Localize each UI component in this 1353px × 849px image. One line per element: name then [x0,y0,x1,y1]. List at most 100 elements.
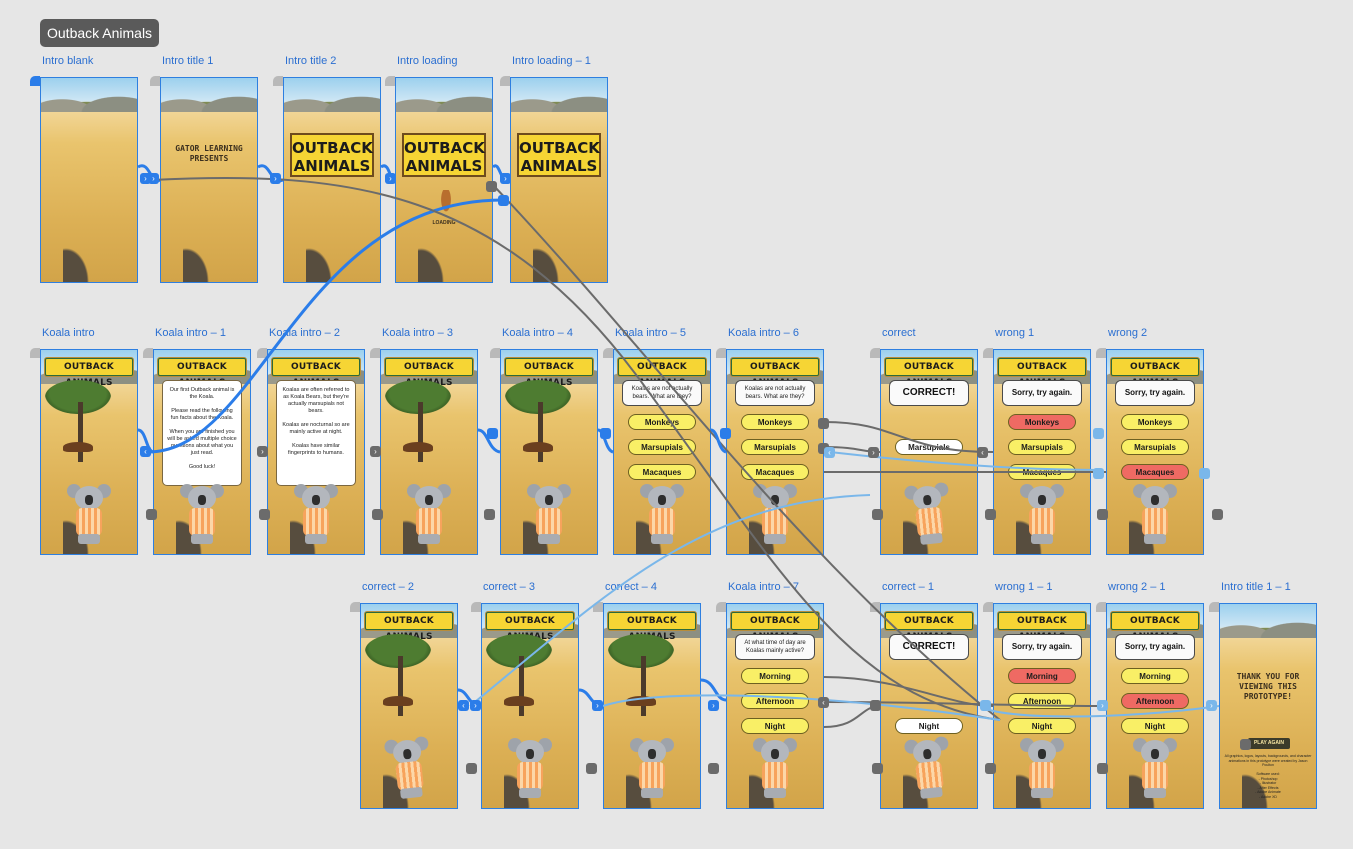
artboard-ab20[interactable]: OUTBACK ANIMALSCORRECT!Night [880,603,978,809]
answer-button[interactable]: Night [741,718,809,734]
artboard-label[interactable]: correct – 2 [362,581,414,593]
answer-button[interactable]: Marsupials [741,439,809,455]
artboard-label[interactable]: correct – 3 [483,581,535,593]
prototype-link-handle[interactable]: ‹ [458,700,469,711]
prototype-link-handle[interactable]: ‹ [140,446,151,457]
artboard-ab1[interactable] [40,77,138,283]
prototype-link-handle[interactable] [818,443,829,454]
artboard-ab16[interactable]: OUTBACK ANIMALS [360,603,458,809]
prototype-link-handle[interactable]: › [592,700,603,711]
prototype-link-handle[interactable] [708,763,719,774]
artboard-ab8[interactable]: OUTBACK ANIMALSKoalas are often referred… [267,349,365,555]
answer-button[interactable]: Macaques [1121,464,1189,480]
artboard-ab23[interactable]: THANK YOU FOR VIEWING THIS PROTOTYPE!PLA… [1219,603,1317,809]
answer-button[interactable]: Afternoon [1121,693,1189,709]
prototype-link-handle[interactable] [466,763,477,774]
artboard-ab9[interactable]: OUTBACK ANIMALS [380,349,478,555]
artboard-label[interactable]: Intro title 1 [162,55,214,67]
prototype-link-handle[interactable]: ‹ [977,447,988,458]
answer-button[interactable]: Morning [741,668,809,684]
answer-button[interactable]: Morning [1008,668,1076,684]
prototype-link-handle[interactable]: ‹ [818,697,829,708]
artboard-label[interactable]: correct [882,327,916,339]
artboard-ab22[interactable]: OUTBACK ANIMALSSorry, try again.MorningA… [1106,603,1204,809]
artboard-label[interactable]: Koala intro – 3 [382,327,453,339]
answer-button[interactable]: Macaques [1008,464,1076,480]
artboard-ab18[interactable]: OUTBACK ANIMALS [603,603,701,809]
artboard-label[interactable]: Koala intro – 4 [502,327,573,339]
prototype-link-handle[interactable] [872,763,883,774]
prototype-link-handle[interactable] [1097,763,1108,774]
artboard-ab13[interactable]: OUTBACK ANIMALSCORRECT!Marsupials [880,349,978,555]
artboard-label[interactable]: correct – 4 [605,581,657,593]
prototype-link-handle[interactable]: ‹ [824,447,835,458]
prototype-link-handle[interactable] [1093,428,1104,439]
prototype-link-handle[interactable] [1093,468,1104,479]
artboard-ab21[interactable]: OUTBACK ANIMALSSorry, try again.MorningA… [993,603,1091,809]
answer-button[interactable]: Afternoon [1008,693,1076,709]
prototype-link-handle[interactable] [985,763,996,774]
play-again-button[interactable]: PLAY AGAIN [1248,738,1290,749]
prototype-link-handle[interactable] [720,428,731,439]
artboard-label[interactable]: Koala intro – 7 [728,581,799,593]
prototype-link-handle[interactable] [818,418,829,429]
prototype-link-handle[interactable] [870,700,881,711]
prototype-link-handle[interactable]: › [385,173,396,184]
artboard-label[interactable]: Koala intro [42,327,95,339]
artboard-ab12[interactable]: OUTBACK ANIMALSKoalas are not actually b… [726,349,824,555]
artboard-label[interactable]: correct – 1 [882,581,934,593]
answer-button[interactable]: Morning [1121,668,1189,684]
answer-button[interactable]: Night [1121,718,1189,734]
prototype-link-handle[interactable]: › [470,700,481,711]
prototype-link-handle[interactable] [372,509,383,520]
artboard-label[interactable]: Intro title 2 [285,55,337,67]
artboard-label[interactable]: wrong 2 – 1 [1108,581,1166,593]
artboard-label[interactable]: Koala intro – 5 [615,327,686,339]
prototype-link-handle[interactable]: › [140,173,151,184]
prototype-link-handle[interactable]: › [370,446,381,457]
artboard-ab10[interactable]: OUTBACK ANIMALS [500,349,598,555]
artboard-label[interactable]: Intro loading – 1 [512,55,591,67]
prototype-link-handle[interactable]: › [708,700,719,711]
prototype-link-handle[interactable] [259,509,270,520]
prototype-link-handle[interactable] [487,428,498,439]
prototype-link-handle[interactable] [498,195,509,206]
answer-button[interactable]: Monkeys [1008,414,1076,430]
prototype-link-handle[interactable]: › [500,173,511,184]
answer-button[interactable]: Monkeys [628,414,696,430]
prototype-link-handle[interactable] [980,700,991,711]
prototype-link-handle[interactable]: › [868,447,879,458]
prototype-link-handle[interactable] [1097,509,1108,520]
prototype-link-handle[interactable] [600,428,611,439]
artboard-ab3[interactable]: OUTBACK ANIMALS [283,77,381,283]
artboard-ab15[interactable]: OUTBACK ANIMALSSorry, try again.MonkeysM… [1106,349,1204,555]
answer-button[interactable]: Macaques [741,464,809,480]
artboard-label[interactable]: Intro blank [42,55,94,67]
artboard-ab7[interactable]: OUTBACK ANIMALSOur first Outback animal … [153,349,251,555]
answer-button[interactable]: Marsupials [1008,439,1076,455]
prototype-link-handle[interactable] [985,509,996,520]
prototype-link-handle[interactable] [1199,468,1210,479]
artboard-label[interactable]: Intro loading [397,55,458,67]
answer-button[interactable]: Night [1008,718,1076,734]
answer-button[interactable]: Marsupials [895,439,963,455]
prototype-link-handle[interactable] [484,509,495,520]
prototype-link-handle[interactable] [486,181,497,192]
prototype-link-handle[interactable]: › [148,173,159,184]
prototype-link-handle[interactable] [1240,739,1251,750]
answer-button[interactable]: Night [895,718,963,734]
answer-button[interactable]: Marsupials [628,439,696,455]
answer-button[interactable]: Monkeys [741,414,809,430]
artboard-label[interactable]: Intro title 1 – 1 [1221,581,1291,593]
answer-button[interactable]: Monkeys [1121,414,1189,430]
artboard-ab17[interactable]: OUTBACK ANIMALS [481,603,579,809]
prototype-link-handle[interactable]: › [257,446,268,457]
prototype-link-handle[interactable]: › [270,173,281,184]
prototype-link-handle[interactable]: › [1097,700,1108,711]
artboard-ab6[interactable]: OUTBACK ANIMALS [40,349,138,555]
answer-button[interactable]: Marsupials [1121,439,1189,455]
prototype-link-handle[interactable] [1212,509,1223,520]
answer-button[interactable]: Afternoon [741,693,809,709]
artboard-ab11[interactable]: OUTBACK ANIMALSKoalas are not actually b… [613,349,711,555]
